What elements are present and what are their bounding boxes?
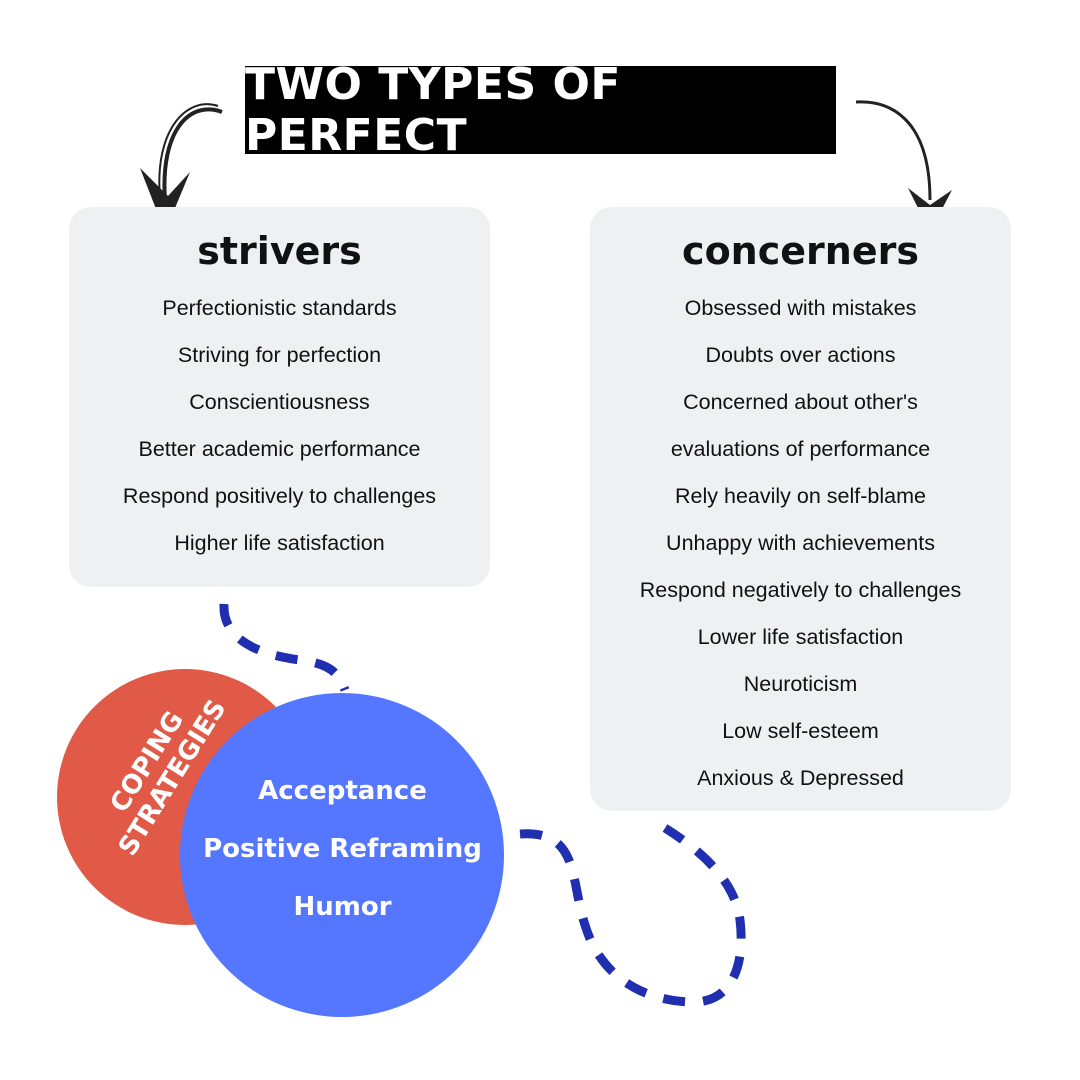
list-item: Respond positively to challenges: [122, 484, 437, 508]
list-item: Rely heavily on self-blame: [675, 484, 926, 508]
list-item: Striving for perfection: [177, 343, 382, 367]
title-banner: TWO TYPES OF PERFECT: [245, 59, 836, 161]
strivers-heading: strivers: [197, 229, 362, 273]
list-item: Doubts over actions: [705, 343, 896, 367]
list-item: Better academic performance: [138, 437, 421, 461]
list-item: Concerned about other's: [683, 390, 918, 414]
strategy-acceptance: Acceptance: [258, 776, 427, 806]
concerners-list: Obsessed with mistakes Doubts over actio…: [590, 285, 1011, 802]
list-item: Obsessed with mistakes: [684, 296, 917, 320]
list-item: Neuroticism: [743, 672, 858, 696]
strategy-humor: Humor: [293, 892, 392, 922]
concerners-panel: concerners Obsessed with mistakes Doubts…: [590, 207, 1011, 811]
list-item: Lower life satisfaction: [697, 625, 904, 649]
strivers-list: Perfectionistic standards Striving for p…: [69, 285, 490, 567]
list-item: Unhappy with achievements: [666, 531, 935, 555]
list-item: evaluations of performance: [670, 437, 931, 461]
list-item: Conscientiousness: [189, 390, 370, 414]
list-item: Perfectionistic standards: [162, 296, 397, 320]
list-item: Low self-esteem: [722, 719, 879, 743]
page-title: TWO TYPES OF PERFECT: [245, 59, 621, 161]
strategy-positive-reframing: Positive Reframing: [203, 834, 482, 864]
list-item: Higher life satisfaction: [174, 531, 385, 555]
strivers-panel: strivers Perfectionistic standards Striv…: [69, 207, 490, 587]
list-item: Anxious & Depressed: [697, 766, 904, 790]
list-item: Respond negatively to challenges: [639, 578, 962, 602]
concerners-heading: concerners: [682, 229, 919, 273]
